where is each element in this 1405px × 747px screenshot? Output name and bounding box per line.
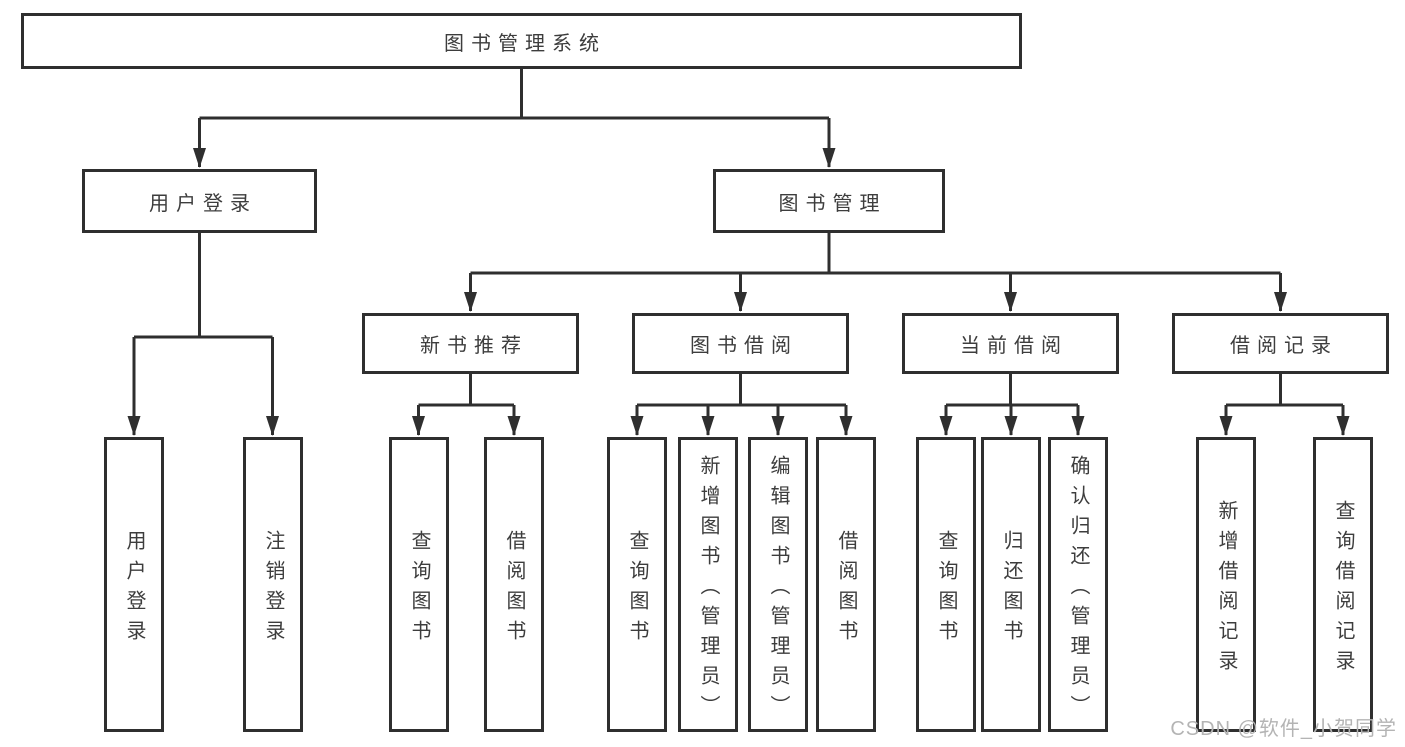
node-module-current-borrow: 当前借阅 — [902, 313, 1119, 374]
node-leaf-records-add: 新增借阅记录 — [1196, 437, 1256, 732]
node-root-label: 图书管理系统 — [444, 32, 606, 55]
node-module-new-book-recommend-label: 新书推荐 — [420, 335, 528, 357]
node-leaf-records-query: 查询借阅记录 — [1313, 437, 1373, 732]
node-branch-book-management: 图书管理 — [713, 169, 945, 233]
node-leaf-current-confirm-admin: 确认归还（管理员） — [1048, 437, 1108, 732]
node-leaf-borrow-add-admin-label: 新增图书（管理员） — [697, 454, 719, 725]
node-module-current-borrow-label: 当前借阅 — [960, 335, 1068, 357]
connector-arrows — [127, 118, 1350, 436]
node-leaf-user-login: 用户登录 — [104, 437, 164, 732]
node-leaf-newbooks-query-label: 查询图书 — [408, 529, 430, 650]
node-leaf-borrow-borrow: 借阅图书 — [816, 437, 876, 732]
node-module-borrow-records-label: 借阅记录 — [1230, 335, 1338, 357]
node-leaf-current-return: 归还图书 — [981, 437, 1041, 732]
node-branch-user-login-label: 用户登录 — [149, 192, 257, 215]
node-module-new-book-recommend: 新书推荐 — [362, 313, 579, 374]
node-leaf-borrow-edit-admin-label: 编辑图书（管理员） — [767, 454, 789, 725]
node-leaf-newbooks-borrow-label: 借阅图书 — [503, 529, 525, 650]
node-branch-book-management-label: 图书管理 — [778, 192, 887, 215]
node-leaf-current-return-label: 归还图书 — [1000, 529, 1022, 650]
node-leaf-borrow-add-admin: 新增图书（管理员） — [678, 437, 738, 732]
node-leaf-newbooks-query: 查询图书 — [389, 437, 449, 732]
node-leaf-borrow-edit-admin: 编辑图书（管理员） — [748, 437, 808, 732]
node-module-book-borrow: 图书借阅 — [632, 313, 849, 374]
node-leaf-current-query: 查询图书 — [916, 437, 976, 732]
node-leaf-logout: 注销登录 — [243, 437, 303, 732]
node-root: 图书管理系统 — [21, 13, 1022, 69]
node-leaf-records-add-label: 新增借阅记录 — [1215, 499, 1237, 680]
node-leaf-newbooks-borrow: 借阅图书 — [484, 437, 544, 732]
node-module-borrow-records: 借阅记录 — [1172, 313, 1389, 374]
node-leaf-logout-label: 注销登录 — [262, 529, 284, 650]
csdn-watermark: CSDN @软件_小贺同学 — [1170, 718, 1397, 740]
node-branch-user-login: 用户登录 — [82, 169, 317, 233]
node-leaf-borrow-query: 查询图书 — [607, 437, 667, 732]
node-leaf-user-login-label: 用户登录 — [123, 529, 145, 650]
node-leaf-current-confirm-admin-label: 确认归还（管理员） — [1067, 454, 1089, 725]
node-leaf-current-query-label: 查询图书 — [935, 529, 957, 650]
connector-trunks — [134, 69, 1343, 407]
node-leaf-borrow-query-label: 查询图书 — [626, 529, 648, 650]
node-leaf-records-query-label: 查询借阅记录 — [1332, 499, 1354, 680]
node-module-book-borrow-label: 图书借阅 — [690, 335, 798, 357]
node-leaf-borrow-borrow-label: 借阅图书 — [835, 529, 857, 650]
